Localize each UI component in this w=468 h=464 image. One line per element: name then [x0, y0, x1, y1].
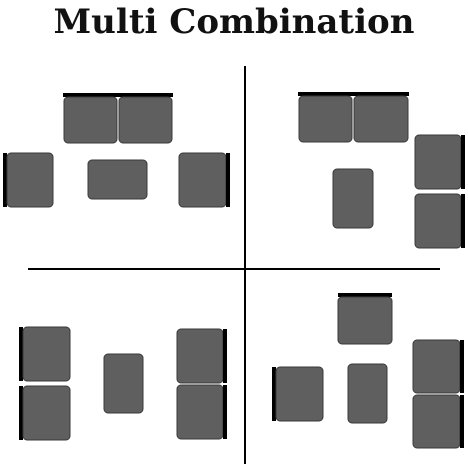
bottom-right-layout	[272, 293, 464, 449]
armchair-backrest	[338, 293, 392, 297]
armchair-backrest	[460, 395, 464, 448]
armchair-cushion	[6, 152, 54, 208]
armchair-cushion	[22, 326, 71, 382]
bottom-left-layout	[19, 326, 227, 441]
loveseat-cushion-right	[118, 96, 173, 144]
loveseat-cushion-left	[298, 95, 353, 143]
armchair-left-upper	[19, 326, 71, 382]
armchair-backrest	[461, 194, 465, 248]
armchair-cushion	[178, 152, 227, 208]
coffee-table	[103, 353, 144, 414]
armchair-cushion	[412, 339, 461, 394]
armchair-backrest	[3, 153, 7, 207]
armchair-cushion	[414, 193, 462, 249]
top-right-layout	[298, 92, 465, 249]
loveseat	[63, 93, 173, 144]
armchair-right-lower	[412, 394, 464, 449]
loveseat-backrest	[63, 93, 173, 97]
armchair-backrest	[19, 327, 23, 381]
armchair-backrest	[272, 367, 276, 421]
armchair-backrest	[223, 329, 227, 383]
armchair-right-upper	[176, 328, 227, 384]
top-left-layout	[3, 93, 230, 208]
armchair-right	[178, 152, 230, 208]
page-title: Multi Combination	[53, 2, 415, 42]
armchair-right-upper	[412, 339, 464, 394]
armchair-left	[3, 152, 54, 208]
armchair-backrest	[460, 340, 464, 393]
armchair-cushion	[176, 384, 224, 440]
armchair-right-lower	[176, 384, 227, 440]
armchair-top	[337, 293, 393, 345]
coffee-table	[347, 363, 388, 424]
armchair-left-lower	[19, 385, 71, 441]
armchair-cushion	[412, 394, 461, 449]
loveseat-backrest	[298, 92, 409, 96]
armchair-cushion	[414, 134, 462, 190]
loveseat-cushion-left	[63, 96, 118, 144]
loveseat	[298, 92, 409, 143]
armchair-left	[272, 366, 324, 422]
furniture-diagram	[3, 66, 465, 464]
armchair-cushion	[275, 366, 324, 422]
armchair-cushion	[337, 296, 393, 345]
loveseat-cushion-right	[353, 95, 409, 143]
armchair-cushion	[22, 385, 71, 441]
armchair-right-upper	[414, 134, 465, 190]
furniture-layout-grid	[0, 44, 468, 464]
armchair-right-lower	[414, 193, 465, 249]
coffee-table	[87, 159, 148, 200]
armchair-cushion	[176, 328, 224, 384]
armchair-backrest	[19, 386, 23, 440]
armchair-backrest	[223, 385, 227, 439]
coffee-table	[332, 168, 374, 229]
armchair-backrest	[226, 153, 230, 207]
armchair-backrest	[461, 135, 465, 189]
